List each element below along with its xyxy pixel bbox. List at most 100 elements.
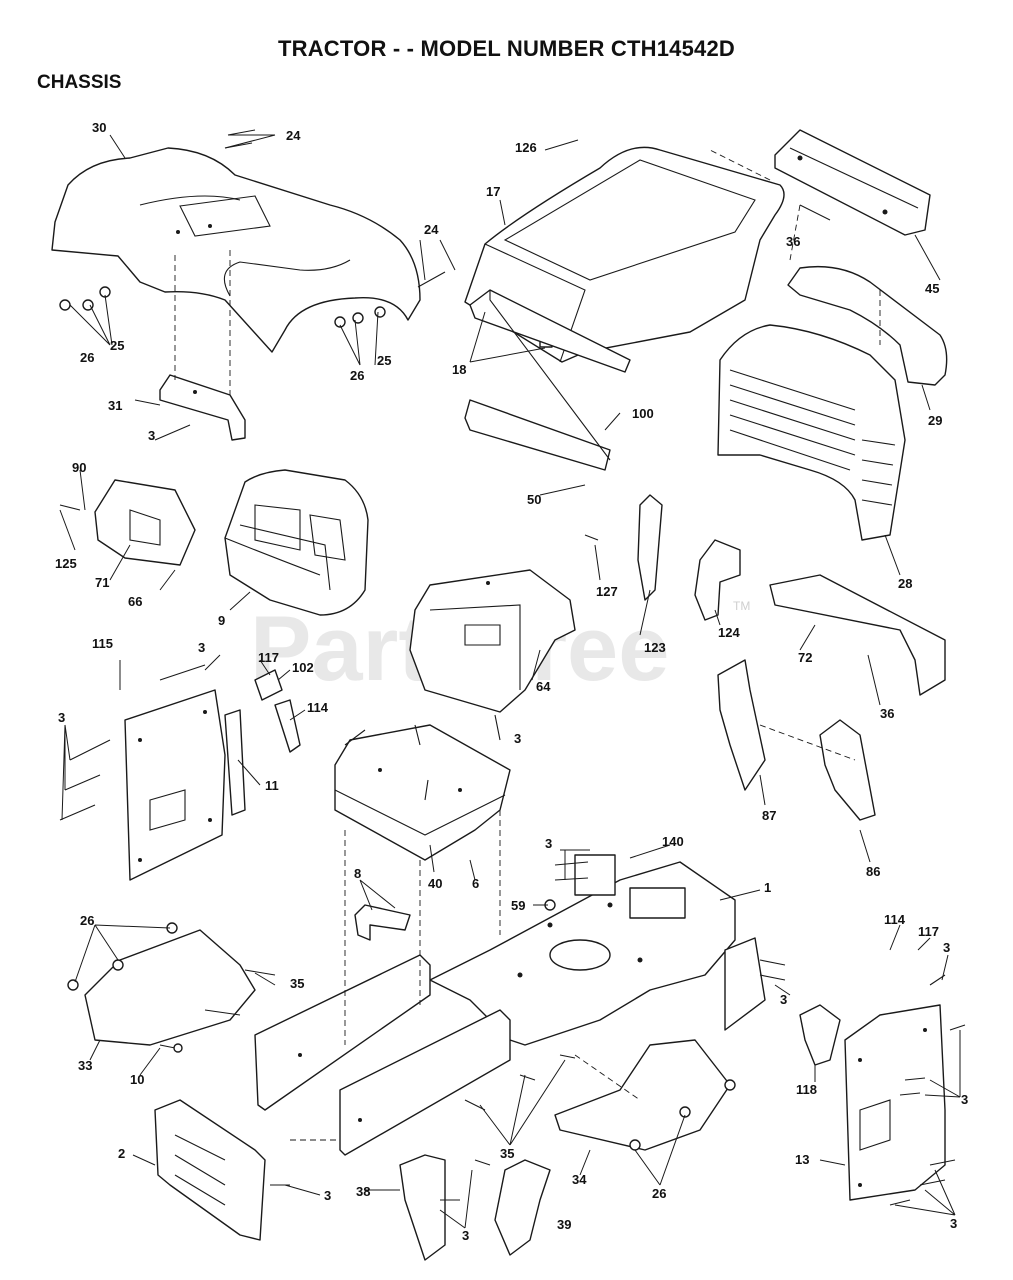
callout-24b: 24	[424, 222, 439, 237]
callout-3i: 3	[324, 1188, 331, 1203]
callout-34: 34	[572, 1172, 587, 1187]
callout-72: 72	[798, 650, 812, 665]
callout-26c: 26	[80, 913, 94, 928]
part-124-bracket	[694, 539, 741, 621]
part-64-dash-support	[409, 569, 576, 713]
callout-35b: 35	[500, 1146, 514, 1161]
callout-40: 40	[428, 876, 442, 891]
callout-36b: 36	[880, 706, 894, 721]
assembly-lines	[174, 149, 881, 1141]
callout-25: 25	[110, 338, 124, 353]
callout-124: 124	[718, 625, 740, 640]
callout-87: 87	[762, 808, 776, 823]
callout-17: 17	[486, 184, 500, 199]
callout-86: 86	[866, 864, 880, 879]
callout-127: 127	[596, 584, 618, 599]
callout-3b: 3	[198, 640, 205, 655]
part-72-rear-support	[769, 574, 946, 696]
callout-50: 50	[527, 492, 541, 507]
part-87-bracket	[717, 659, 766, 791]
part-13-right-side-panel	[844, 1004, 946, 1201]
callout-3f: 3	[943, 940, 950, 955]
callout-3j: 3	[462, 1228, 469, 1243]
callout-33: 33	[78, 1058, 92, 1073]
part-38-bracket	[399, 1154, 446, 1261]
callout-3h: 3	[961, 1092, 968, 1107]
callout-125: 125	[55, 556, 77, 571]
callout-90: 90	[72, 460, 86, 475]
part-33-floor-mat	[84, 929, 256, 1046]
part-100-rail	[464, 289, 631, 471]
callout-102: 102	[292, 660, 314, 675]
callout-100: 100	[632, 406, 654, 421]
part-8-spring-clip	[354, 904, 411, 941]
callout-26b: 26	[350, 368, 364, 383]
callout-38: 38	[356, 1184, 370, 1199]
callout-3k: 3	[950, 1216, 957, 1231]
callout-3a: 3	[148, 428, 155, 443]
part-66-dash-plate	[94, 479, 196, 566]
callout-26: 26	[80, 350, 94, 365]
callout-13: 13	[795, 1152, 809, 1167]
callout-3e: 3	[545, 836, 552, 851]
callout-114: 114	[307, 700, 329, 715]
part-28-rear-fender	[717, 324, 906, 541]
part-34-plate	[554, 1039, 731, 1151]
callout-24: 24	[286, 128, 301, 143]
part-6-floor-plate	[334, 724, 511, 861]
callout-11: 11	[265, 778, 279, 793]
watermark-tm: TM	[733, 599, 750, 613]
callout-64: 64	[536, 679, 551, 694]
callout-30: 30	[92, 120, 106, 135]
part-1-main-frame	[254, 854, 766, 1156]
part-2-front-plate	[154, 1099, 266, 1241]
callout-2: 2	[118, 1146, 125, 1161]
part-11-left-side-panel	[124, 689, 246, 881]
callout-10: 10	[130, 1072, 144, 1087]
part-31-bracket	[159, 374, 246, 441]
callout-31: 31	[108, 398, 122, 413]
part-29-seat-panel	[787, 265, 948, 386]
callout-126: 126	[515, 140, 537, 155]
callout-114b: 114	[884, 912, 906, 927]
callout-29: 29	[928, 413, 942, 428]
callout-39: 39	[557, 1217, 571, 1232]
callout-118: 118	[796, 1082, 817, 1097]
callout-3d: 3	[514, 731, 521, 746]
part-118-bracket	[799, 1004, 841, 1066]
part-9-dash-housing	[224, 469, 369, 616]
section-heading: CHASSIS	[37, 72, 122, 93]
callout-117: 117	[258, 650, 279, 665]
callout-140: 140	[662, 834, 684, 849]
hardware-fasteners	[59, 129, 966, 1206]
callout-36: 36	[786, 234, 800, 249]
callout-45: 45	[925, 281, 939, 296]
callout-6: 6	[472, 876, 479, 891]
callout-labels: 30 24 126 17 24 45 36 25 26 25 26 18 29 …	[55, 120, 968, 1243]
callout-115: 115	[92, 636, 113, 651]
callout-66: 66	[128, 594, 142, 609]
callout-28: 28	[898, 576, 912, 591]
callout-25b: 25	[377, 353, 391, 368]
part-86-bracket	[819, 719, 876, 821]
callout-3g: 3	[780, 992, 787, 1007]
part-39-bracket	[494, 1159, 551, 1256]
page-title: TRACTOR - - MODEL NUMBER CTH14542D	[277, 36, 736, 61]
callout-8: 8	[354, 866, 361, 881]
callout-123: 123	[644, 640, 666, 655]
part-123-bracket	[637, 494, 663, 601]
callout-59: 59	[511, 898, 525, 913]
callout-18: 18	[452, 362, 466, 377]
callout-3c: 3	[58, 710, 65, 725]
part-30-front-cover	[51, 147, 421, 353]
callout-71: 71	[95, 575, 109, 590]
callout-35: 35	[290, 976, 304, 991]
part-114-lever	[274, 699, 301, 753]
callout-1: 1	[764, 880, 771, 895]
callout-9: 9	[218, 613, 225, 628]
callout-26d: 26	[652, 1186, 666, 1201]
part-45-rear-bracket	[774, 129, 931, 236]
callout-117b: 117	[918, 924, 939, 939]
leader-lines	[59, 134, 961, 1229]
